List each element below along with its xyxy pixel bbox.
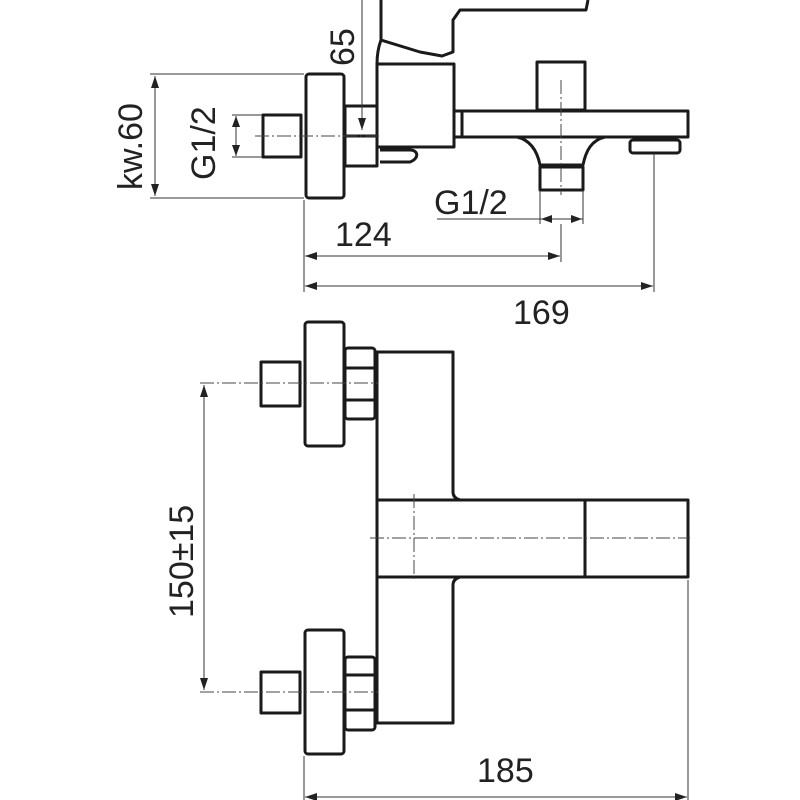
body-lower-detail [380, 148, 419, 164]
mixer-body [375, 62, 456, 149]
arrow [151, 76, 159, 196]
dim-label-169: 169 [513, 294, 570, 332]
lower-hex-nut [343, 655, 377, 732]
side-view: 65 kw.60 G1/2 G1/2 124 169 [112, 0, 690, 332]
nut-facets [345, 673, 375, 712]
dim-label-185: 185 [477, 752, 534, 790]
upper-rosette [303, 320, 346, 448]
arrow [358, 118, 366, 130]
upper-inlet [259, 360, 302, 408]
arrow [541, 215, 582, 223]
dim-label-outlet-thread: G1/2 [434, 184, 508, 222]
spout-joint [454, 109, 462, 139]
handle-base [375, 39, 383, 65]
front-view: 150±15 185 [163, 320, 690, 800]
dim-label-kw60: kw.60 [112, 103, 150, 190]
arrow [232, 116, 240, 156]
spout [460, 109, 690, 139]
dim-label-65: 65 [324, 28, 362, 66]
dim-label-150: 150±15 [163, 505, 201, 618]
handle-lever [379, 0, 590, 58]
aerator [628, 138, 682, 155]
dim-label-124: 124 [335, 216, 392, 254]
dim-label-inlet-thread: G1/2 [185, 106, 223, 180]
nut-facets [345, 366, 375, 402]
